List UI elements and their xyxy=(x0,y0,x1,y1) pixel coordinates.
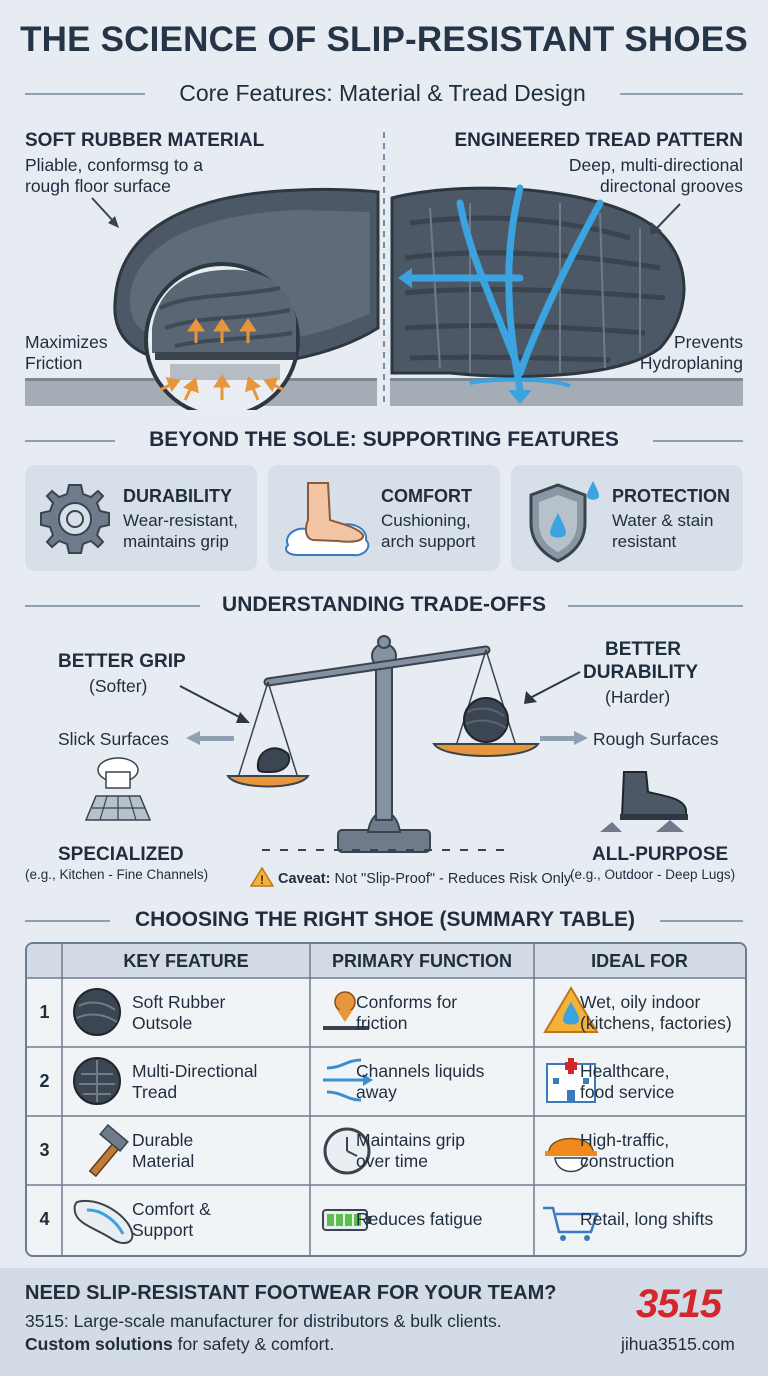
row-3-feature-1: Durable xyxy=(132,1130,194,1150)
better-durability-title-1: BETTER xyxy=(605,639,681,660)
table-grid xyxy=(27,944,745,1255)
durability-line1: Wear-resistant, xyxy=(123,511,238,530)
footer-line2-rest: for safety & comfort. xyxy=(172,1334,335,1354)
row-4-ideal-1: Retail, long shifts xyxy=(580,1209,714,1229)
row-3-function-2: over time xyxy=(356,1151,428,1171)
tread-desc-2: directonal grooves xyxy=(600,176,743,196)
gear-icon xyxy=(40,484,110,554)
tread-desc-1: Deep, multi-directional xyxy=(568,155,743,175)
section-supporting-heading: BEYOND THE SOLE: SUPPORTING FEATURES xyxy=(149,428,619,451)
table-header-num xyxy=(27,944,62,978)
row-2-function-1: Channels liquids xyxy=(356,1061,485,1081)
row-3-ideal-1: High-traffic, xyxy=(580,1130,670,1150)
better-grip-sub: (Softer) xyxy=(89,676,148,696)
rough-surfaces-label: Rough Surfaces xyxy=(593,729,719,749)
card-protection: PROTECTION Water & stain resistant xyxy=(511,465,743,571)
row-2-function-2: away xyxy=(356,1082,397,1102)
divider xyxy=(568,605,743,607)
row-2-ideal-1: Healthcare, xyxy=(580,1061,670,1081)
website-link[interactable]: jihua3515.com xyxy=(621,1334,735,1354)
hydroplaning-callout-2: Hydroplaning xyxy=(639,353,743,373)
balance-scale-illustration xyxy=(84,635,688,853)
soft-rubber-desc-2: rough floor surface xyxy=(25,176,171,196)
hydroplaning-callout-1: Prevents xyxy=(673,332,743,352)
divider xyxy=(653,440,743,442)
comfort-title: COMFORT xyxy=(381,486,472,506)
soft-rubber-desc-1: Pliable, conformsg to a xyxy=(25,155,204,175)
better-durability-sub: (Harder) xyxy=(605,687,671,707)
all-purpose-example: (e.g., Outdoor - Deep Lugs) xyxy=(570,867,736,882)
section-tradeoffs-heading: UNDERSTANDING TRADE-OFFS xyxy=(222,593,546,616)
specialized-example: (e.g., Kitchen - Fine Channels) xyxy=(25,867,209,882)
better-durability-title-2: DURABILITY xyxy=(583,662,699,683)
row-1-ideal-1: Wet, oily indoor xyxy=(580,992,701,1012)
card-durability: DURABILITY Wear-resistant, maintains gri… xyxy=(25,465,257,571)
row-3-function-1: Maintains grip xyxy=(356,1130,465,1150)
row-1-feature-1: Soft Rubber xyxy=(132,992,226,1012)
better-grip-title: BETTER GRIP xyxy=(58,651,186,672)
table-header-feature: KEY FEATURE xyxy=(62,944,310,978)
durability-title: DURABILITY xyxy=(123,486,232,506)
row-4-feature-2: Support xyxy=(132,1220,194,1240)
row-4-feature-1: Comfort & xyxy=(132,1199,211,1219)
warning-icon: ! xyxy=(249,866,275,887)
row-3-ideal-2: construction xyxy=(580,1151,675,1171)
shield-icon xyxy=(529,481,599,563)
caveat-note: ! Caveat: Not "Slip-Proof" - Reduces Ris… xyxy=(249,866,572,887)
row-1-ideal-2: (kitchens, factories) xyxy=(580,1013,732,1033)
summary-table: KEY FEATURE PRIMARY FUNCTION IDEAL FOR xyxy=(25,942,747,1257)
table-header-ideal: IDEAL FOR xyxy=(534,944,745,978)
footer-headline: NEED SLIP-RESISTANT FOOTWEAR FOR YOUR TE… xyxy=(25,1282,557,1304)
slick-surfaces-label: Slick Surfaces xyxy=(58,729,169,749)
friction-callout-1: Maximizes xyxy=(25,332,108,352)
caveat-text: Not "Slip-Proof" - Reduces Risk Only xyxy=(334,871,572,887)
footer-line2-bold: Custom solutions xyxy=(25,1334,173,1354)
row-1-function-2: friction xyxy=(356,1013,408,1033)
protection-line2: resistant xyxy=(612,532,677,551)
caveat-label: Caveat: xyxy=(278,871,331,887)
table-header-function: PRIMARY FUNCTION xyxy=(310,944,534,978)
friction-callout-2: Friction xyxy=(25,353,83,373)
divider xyxy=(25,440,115,442)
divider xyxy=(25,93,145,95)
foot-icon xyxy=(285,482,370,557)
divider xyxy=(25,920,110,922)
comfort-line2: arch support xyxy=(381,532,476,551)
protection-title: PROTECTION xyxy=(612,486,731,506)
row-1-number: 1 xyxy=(39,1002,50,1022)
row-1-function-1: Conforms for xyxy=(356,992,458,1012)
footer-line1: 3515: Large-scale manufacturer for distr… xyxy=(25,1311,502,1331)
svg-text:!: ! xyxy=(260,873,264,887)
tread-title: ENGINEERED TREAD PATTERN xyxy=(454,130,743,151)
footer-line2: Custom solutions for safety & comfort. xyxy=(25,1334,334,1355)
row-4-function-1: Reduces fatigue xyxy=(356,1209,483,1229)
row-3-number: 3 xyxy=(39,1140,50,1160)
sole-illustration xyxy=(25,132,743,410)
all-purpose-label: ALL-PURPOSE xyxy=(592,844,729,865)
row-2-feature-1: Multi-Directional xyxy=(132,1061,258,1081)
row-2-ideal-2: food service xyxy=(580,1082,675,1102)
row-2-number: 2 xyxy=(39,1071,50,1091)
row-1-feature-2: Outsole xyxy=(132,1013,193,1033)
card-comfort: COMFORT Cushioning, arch support xyxy=(268,465,500,571)
divider xyxy=(620,93,743,95)
durability-line2: maintains grip xyxy=(123,532,229,551)
divider xyxy=(25,605,200,607)
protection-line1: Water & stain xyxy=(612,511,714,530)
section-core-heading: Core Features: Material & Tread Design xyxy=(179,80,586,106)
page-title: THE SCIENCE OF SLIP-RESISTANT SHOES xyxy=(20,20,748,59)
row-2-feature-2: Tread xyxy=(132,1082,178,1102)
section-summary-heading: CHOOSING THE RIGHT SHOE (SUMMARY TABLE) xyxy=(134,908,636,931)
specialized-label: SPECIALIZED xyxy=(58,844,184,865)
soft-rubber-title: SOFT RUBBER MATERIAL xyxy=(25,130,265,151)
company-logo: 3515 xyxy=(636,1282,722,1326)
row-4-number: 4 xyxy=(39,1209,50,1229)
footer: NEED SLIP-RESISTANT FOOTWEAR FOR YOUR TE… xyxy=(0,1268,768,1376)
row-3-feature-2: Material xyxy=(132,1151,195,1171)
comfort-line1: Cushioning, xyxy=(381,511,471,530)
divider xyxy=(660,920,743,922)
